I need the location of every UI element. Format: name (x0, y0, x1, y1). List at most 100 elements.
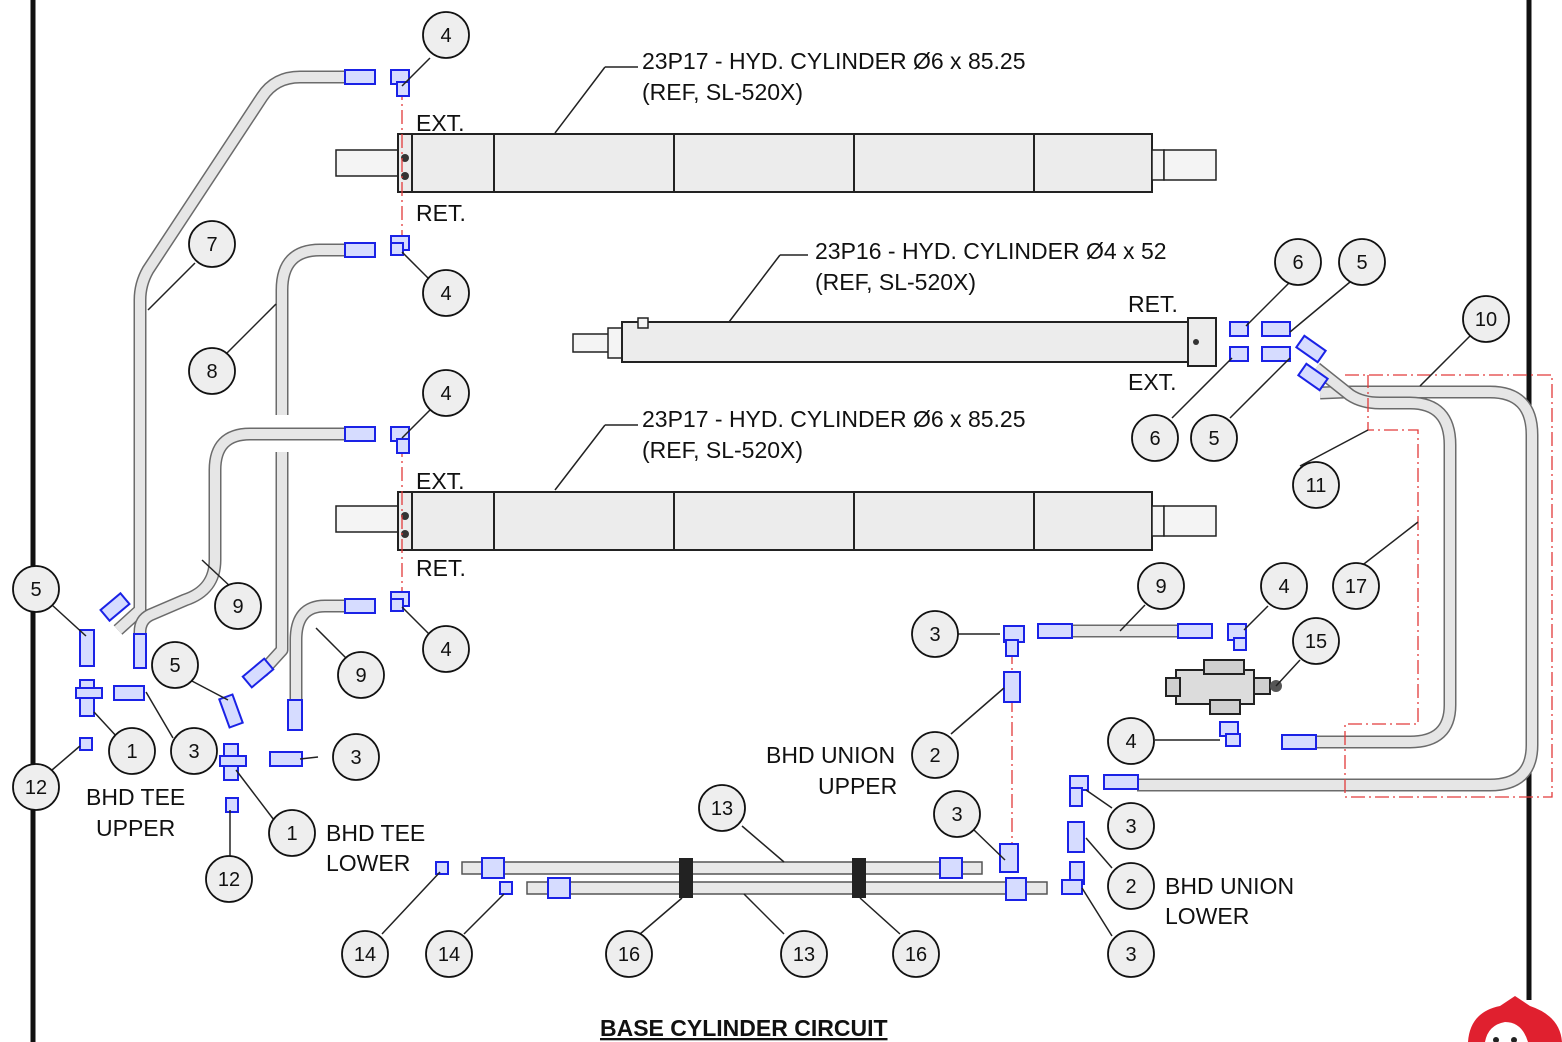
item-balloon: 4 (422, 11, 470, 59)
balloon-number: 12 (25, 777, 47, 799)
balloon-circle (422, 625, 470, 673)
balloon-number: 13 (793, 944, 815, 966)
balloon-number: 1 (126, 741, 137, 763)
item-balloon: 9 (337, 651, 385, 699)
cylinder-1-ref: (REF, SL-520X) (642, 79, 803, 105)
cylinder-1-name: 23P17 - HYD. CYLINDER Ø6 x 85.25 (642, 48, 1026, 74)
balloon-number: 3 (350, 747, 361, 769)
balloon-circle (425, 930, 473, 978)
bhd-tee-lower-l1: BHD TEE (326, 820, 425, 846)
item-balloon: 14 (425, 930, 473, 978)
balloon-circle (170, 727, 218, 775)
bhd-union-lower-l1: BHD UNION (1165, 873, 1294, 899)
item-balloon: 16 (605, 930, 653, 978)
leaders (51, 57, 1471, 937)
balloon-number: 17 (1345, 576, 1367, 598)
balloon-circle (1292, 461, 1340, 509)
brand-logo (1468, 996, 1562, 1042)
bhd-union-upper-l2: UPPER (818, 773, 897, 799)
item-balloon: 13 (780, 930, 828, 978)
balloon-circle (214, 582, 262, 630)
cylinder-3-ref: (REF, SL-520X) (642, 437, 803, 463)
balloon-number: 10 (1475, 309, 1497, 331)
cylinder-2-ext: EXT. (1128, 369, 1177, 395)
diagram-title: BASE CYLINDER CIRCUIT (600, 1015, 888, 1041)
bhd-union-lower-l2: LOWER (1165, 903, 1249, 929)
balloon-number: 4 (1125, 731, 1136, 753)
balloon-circle (12, 763, 60, 811)
item-balloon: 4 (422, 269, 470, 317)
balloon-circle (1107, 862, 1155, 910)
balloon-circle (892, 930, 940, 978)
balloon-circle (1190, 414, 1238, 462)
balloon-circle (1274, 238, 1322, 286)
balloon-circle (698, 784, 746, 832)
balloon-circle (911, 610, 959, 658)
balloon-circle (1131, 414, 1179, 462)
balloon-number: 4 (440, 639, 451, 661)
item-balloon: 15 (1292, 617, 1340, 665)
item-balloon: 6 (1274, 238, 1322, 286)
balloon-circle (1292, 617, 1340, 665)
cylinder-2-name: 23P16 - HYD. CYLINDER Ø4 x 52 (815, 238, 1167, 264)
balloon-circle (780, 930, 828, 978)
item-balloon: 2 (1107, 862, 1155, 910)
balloon-circle (422, 269, 470, 317)
balloon-number: 1 (286, 823, 297, 845)
balloon-circle (422, 369, 470, 417)
cylinder-bottom (335, 491, 1217, 551)
valve-15 (1165, 659, 1282, 715)
item-balloon: 4 (422, 369, 470, 417)
item-balloon: 3 (1107, 802, 1155, 850)
balloon-number: 3 (188, 741, 199, 763)
balloon-number: 9 (232, 596, 243, 618)
balloon-circle (205, 855, 253, 903)
balloon-number: 2 (1125, 876, 1136, 898)
item-balloon: 13 (698, 784, 746, 832)
balloon-circle (1462, 295, 1510, 343)
balloon-circle (1107, 802, 1155, 850)
item-balloon: 1 (108, 727, 156, 775)
item-balloon: 4 (1107, 717, 1155, 765)
balloon-circle (1260, 562, 1308, 610)
cylinder-2-ref: (REF, SL-520X) (815, 269, 976, 295)
balloon-number: 9 (1155, 576, 1166, 598)
balloon-circle (911, 731, 959, 779)
item-balloon: 12 (205, 855, 253, 903)
balloon-number: 14 (354, 944, 376, 966)
item-balloon: 3 (332, 733, 380, 781)
balloon-number: 5 (1208, 428, 1219, 450)
balloon-number: 4 (440, 383, 451, 405)
balloon-number: 3 (1125, 944, 1136, 966)
item-balloon: 11 (1292, 461, 1340, 509)
cylinder-3-name: 23P17 - HYD. CYLINDER Ø6 x 85.25 (642, 406, 1026, 432)
item-balloon: 1 (268, 809, 316, 857)
balloon-circle (1137, 562, 1185, 610)
cylinder-3-ret: RET. (416, 555, 466, 581)
item-balloon: 3 (170, 727, 218, 775)
balloon-number: 14 (438, 944, 460, 966)
cylinder-small (572, 317, 1217, 367)
cylinder-top (335, 133, 1217, 193)
balloon-circle (1332, 562, 1380, 610)
item-balloon: 5 (151, 641, 199, 689)
item-balloon: 16 (892, 930, 940, 978)
item-balloon: 2 (911, 731, 959, 779)
balloon-number: 6 (1292, 252, 1303, 274)
cylinder-1-ext: EXT. (416, 110, 465, 136)
balloon-circle (188, 220, 236, 268)
balloon-circle (1338, 238, 1386, 286)
bhd-tee-upper-l1: BHD TEE (86, 784, 185, 810)
balloon-number: 16 (905, 944, 927, 966)
cylinder-2-ret: RET. (1128, 291, 1178, 317)
balloon-number: 12 (218, 869, 240, 891)
balloon-number: 9 (355, 665, 366, 687)
item-balloon: 4 (1260, 562, 1308, 610)
balloon-number: 6 (1149, 428, 1160, 450)
balloon-number: 15 (1305, 631, 1327, 653)
item-balloon: 7 (188, 220, 236, 268)
bhd-tee-lower-l2: LOWER (326, 850, 410, 876)
item-balloon: 12 (12, 763, 60, 811)
